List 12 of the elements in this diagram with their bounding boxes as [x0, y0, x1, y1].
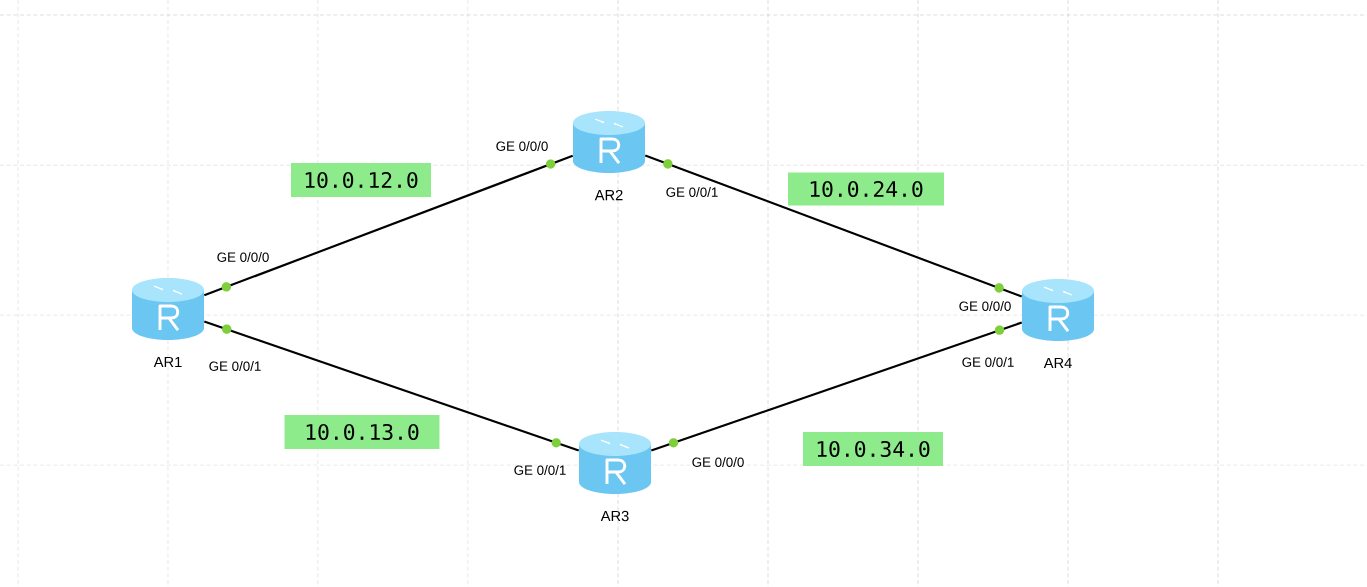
- network-label: 10.0.13.0: [284, 415, 440, 449]
- interface-label: GE 0/0/0: [692, 457, 744, 467]
- link-line: [203, 154, 574, 297]
- link-line: [644, 154, 1023, 298]
- interface-label: GE 0/0/1: [666, 187, 718, 197]
- link-line: [650, 321, 1023, 452]
- network-label: 10.0.12.0: [291, 163, 431, 197]
- network-label: 10.0.34.0: [803, 432, 943, 466]
- network-label: 10.0.24.0: [788, 172, 944, 206]
- interface-label: GE 0/0/0: [217, 252, 269, 262]
- link-line: [203, 320, 580, 452]
- interface-label: GE 0/0/1: [962, 357, 1014, 367]
